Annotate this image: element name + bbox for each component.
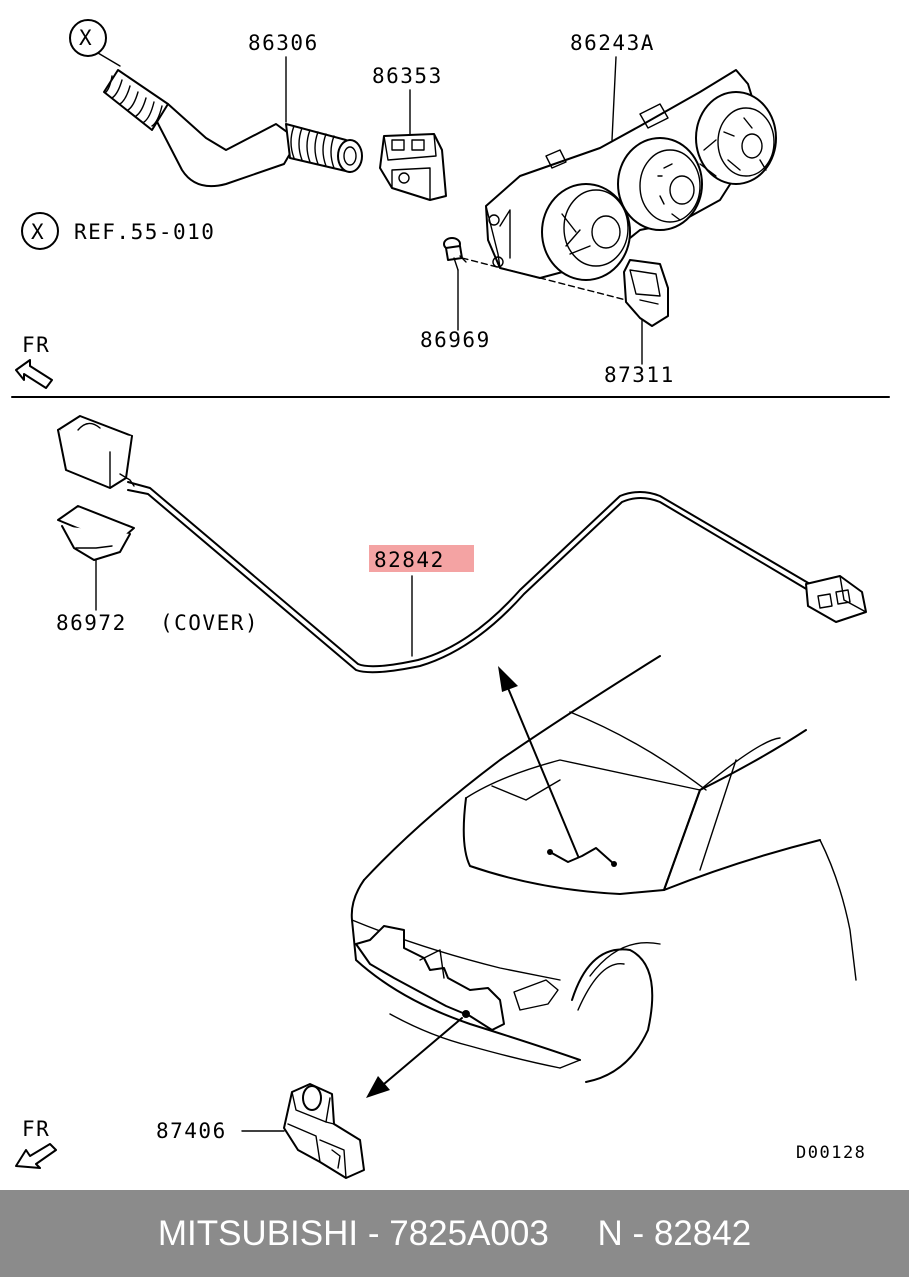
front-direction-arrow-top: FR bbox=[15, 333, 53, 389]
label-82842: 82842 bbox=[374, 548, 445, 572]
ref-note: REF.55-010 bbox=[74, 220, 215, 244]
front-label-bottom: FR bbox=[22, 1117, 50, 1141]
label-86353: 86353 bbox=[372, 64, 443, 88]
label-86972: 86972 bbox=[56, 611, 127, 635]
label-86969: 86969 bbox=[420, 328, 491, 352]
connector-86353 bbox=[379, 133, 447, 201]
diagram-code: D00128 bbox=[796, 1143, 866, 1163]
ambient-sensor-87406 bbox=[283, 1083, 365, 1179]
ref-marker-top: X bbox=[69, 19, 121, 67]
ref-marker-top-label: X bbox=[79, 26, 93, 50]
screw-86969 bbox=[443, 237, 467, 271]
label-86243A: 86243A bbox=[570, 31, 655, 55]
front-direction-arrow-bottom: FR bbox=[15, 1117, 57, 1169]
label-86306: 86306 bbox=[248, 31, 319, 55]
heater-control-unit-86243A bbox=[485, 69, 777, 281]
label-82842-highlight bbox=[369, 545, 474, 572]
leader-86243A bbox=[611, 56, 617, 141]
label-cover-note: (COVER) bbox=[160, 611, 259, 635]
footer-caption: MITSUBISHI - 7825A003 N - 82842 bbox=[0, 1190, 909, 1277]
ref-marker-note: X bbox=[21, 212, 59, 250]
screw-dashed-guide bbox=[461, 257, 627, 301]
parts-diagram: X 86306 86353 bbox=[11, 19, 890, 1179]
wire-harness-82842 bbox=[127, 481, 811, 674]
bracket-87311 bbox=[623, 259, 669, 327]
front-label-top: FR bbox=[22, 333, 50, 357]
label-87311: 87311 bbox=[604, 363, 675, 387]
vehicle-outline bbox=[350, 655, 857, 1083]
label-87406: 87406 bbox=[156, 1119, 227, 1143]
pointer-arrow-down bbox=[366, 1010, 470, 1098]
harness-connector bbox=[805, 575, 867, 623]
cover-86972 bbox=[57, 505, 135, 561]
sensor-housing bbox=[57, 415, 135, 489]
pointer-arrow-up bbox=[498, 666, 579, 857]
ref-marker-note-label: X bbox=[31, 220, 45, 244]
duct-hose-86306 bbox=[103, 69, 363, 188]
